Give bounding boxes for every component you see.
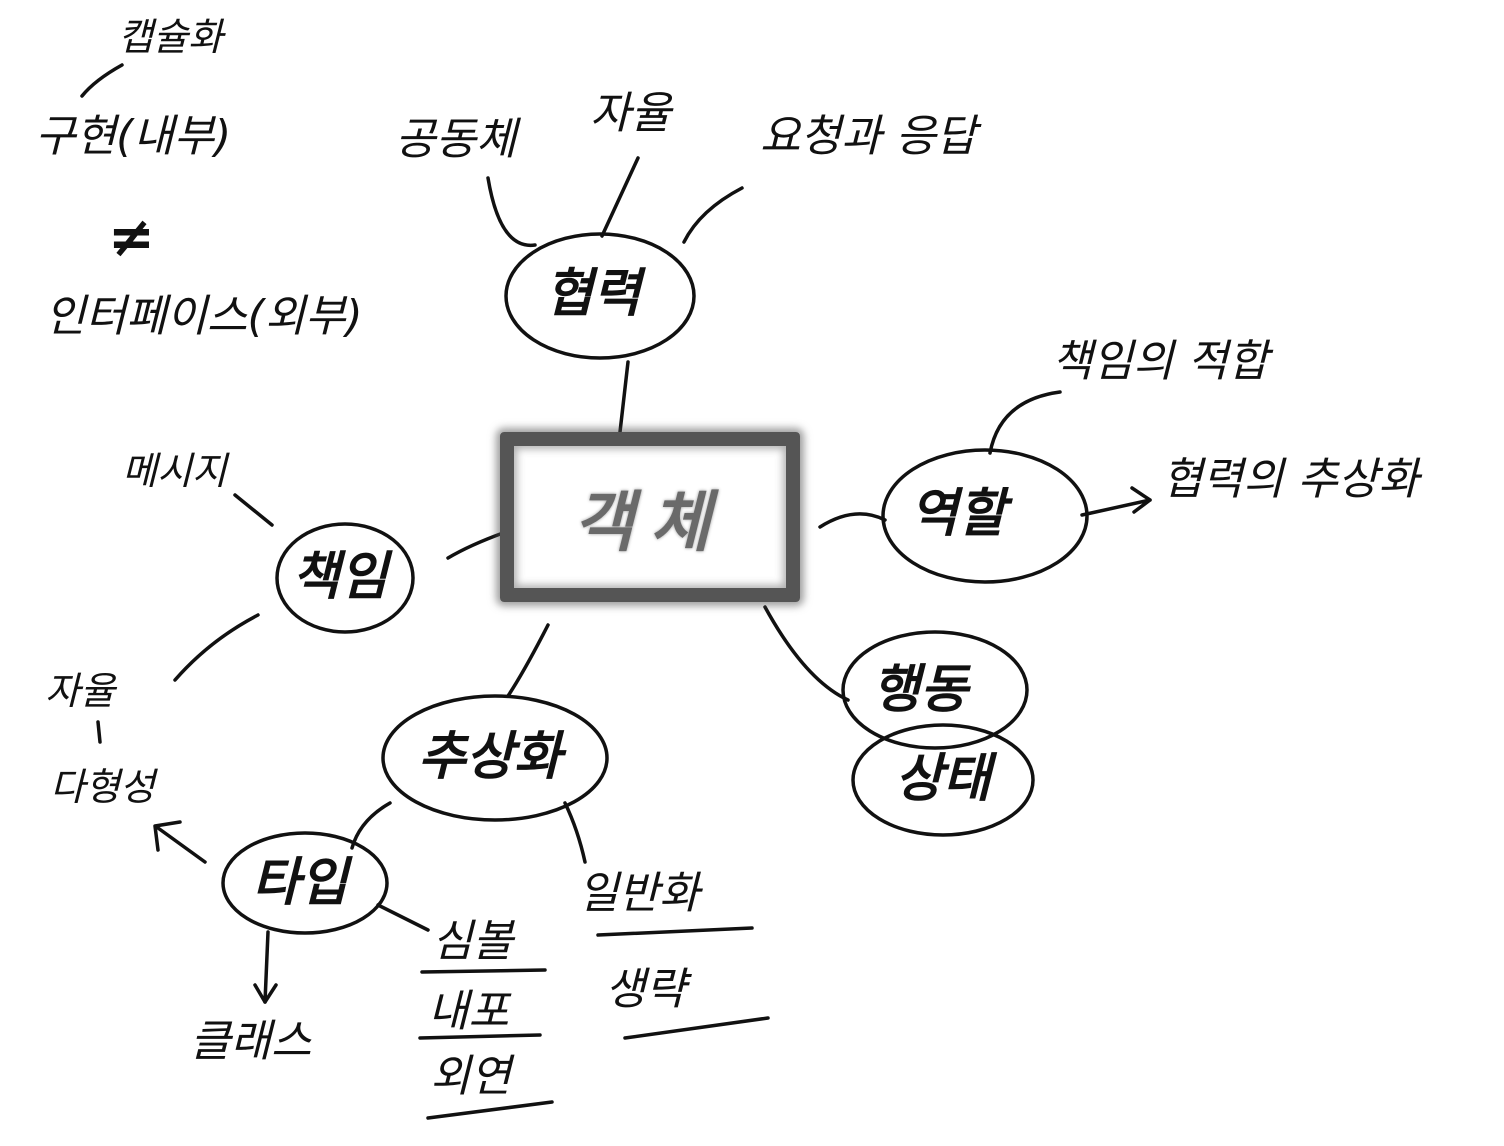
label-encapsulation: 캡슐화 xyxy=(118,15,223,59)
arrowhead-role xyxy=(1130,486,1152,514)
label-autonomy-top: 자율 xyxy=(590,88,671,139)
node-type: 타입 xyxy=(252,853,348,913)
line-encap-impl xyxy=(80,63,124,98)
node-responsibility: 책임 xyxy=(292,547,388,607)
line-resp-message xyxy=(233,493,274,527)
behavior-ellipse xyxy=(841,630,1029,750)
type-ellipse xyxy=(221,831,389,935)
label-omission: 생략 xyxy=(605,964,686,1015)
label-message: 메시지 xyxy=(122,449,227,493)
line-center-responsibility xyxy=(446,531,505,560)
label-autonomy-left: 자율 xyxy=(45,669,115,713)
arrowhead-class xyxy=(253,983,278,1004)
line-role-abstraction xyxy=(1080,498,1152,517)
node-behavior: 행동 xyxy=(872,660,968,720)
line-autonomy-poly xyxy=(96,720,102,744)
node-state: 상태 xyxy=(895,749,991,809)
abstraction-ellipse xyxy=(381,694,609,822)
label-collab-abstraction: 협력의 추상화 xyxy=(1162,454,1419,505)
line-type-symbol xyxy=(376,903,430,932)
label-fitness: 책임의 적합 xyxy=(1052,336,1269,387)
label-request-response: 요청과 응답 xyxy=(760,111,977,162)
node-role: 역할 xyxy=(910,484,1006,544)
line-resp-autonomy xyxy=(173,613,260,682)
label-generalization: 일반화 xyxy=(578,868,700,919)
line-type-class xyxy=(263,930,270,1004)
label-community: 공동체 xyxy=(395,114,517,165)
label-class: 클래스 xyxy=(190,1016,312,1067)
node-collaboration: 협력 xyxy=(545,264,641,324)
line-role-fitness xyxy=(988,390,1062,455)
underline-intension xyxy=(418,1033,542,1040)
center-object-box: 객체 xyxy=(500,432,800,602)
line-collab-autonomy xyxy=(600,156,640,238)
label-extension: 외연 xyxy=(430,1051,511,1102)
line-center-abstraction xyxy=(506,623,550,698)
line-abs-general xyxy=(563,801,587,864)
label-intension: 내포 xyxy=(428,986,509,1037)
collaboration-ellipse xyxy=(504,232,696,360)
node-abstraction: 추상화 xyxy=(418,727,562,787)
underline-symbol xyxy=(420,968,547,974)
line-collab-community xyxy=(486,176,537,247)
arrowhead-poly xyxy=(153,820,182,852)
label-polymorphism: 다형성 xyxy=(50,765,155,809)
role-ellipse xyxy=(881,448,1089,584)
line-center-collab xyxy=(618,360,630,434)
underline-extension xyxy=(426,1100,554,1120)
line-collab-request xyxy=(682,186,744,244)
label-interface: 인터페이스(외부) xyxy=(45,291,363,342)
label-implementation: 구현(내부) xyxy=(35,111,232,162)
underline-omission xyxy=(623,1016,770,1040)
label-symbol: 심볼 xyxy=(432,916,513,967)
center-label: 객체 xyxy=(573,484,727,561)
underline-general xyxy=(596,926,754,937)
state-ellipse xyxy=(851,723,1035,837)
line-abs-type xyxy=(350,801,392,850)
label-not-equal: ≠ xyxy=(108,205,155,270)
line-type-poly xyxy=(156,826,207,864)
line-center-role xyxy=(818,512,887,529)
line-center-behavior xyxy=(763,605,850,702)
responsibility-ellipse xyxy=(275,522,415,634)
